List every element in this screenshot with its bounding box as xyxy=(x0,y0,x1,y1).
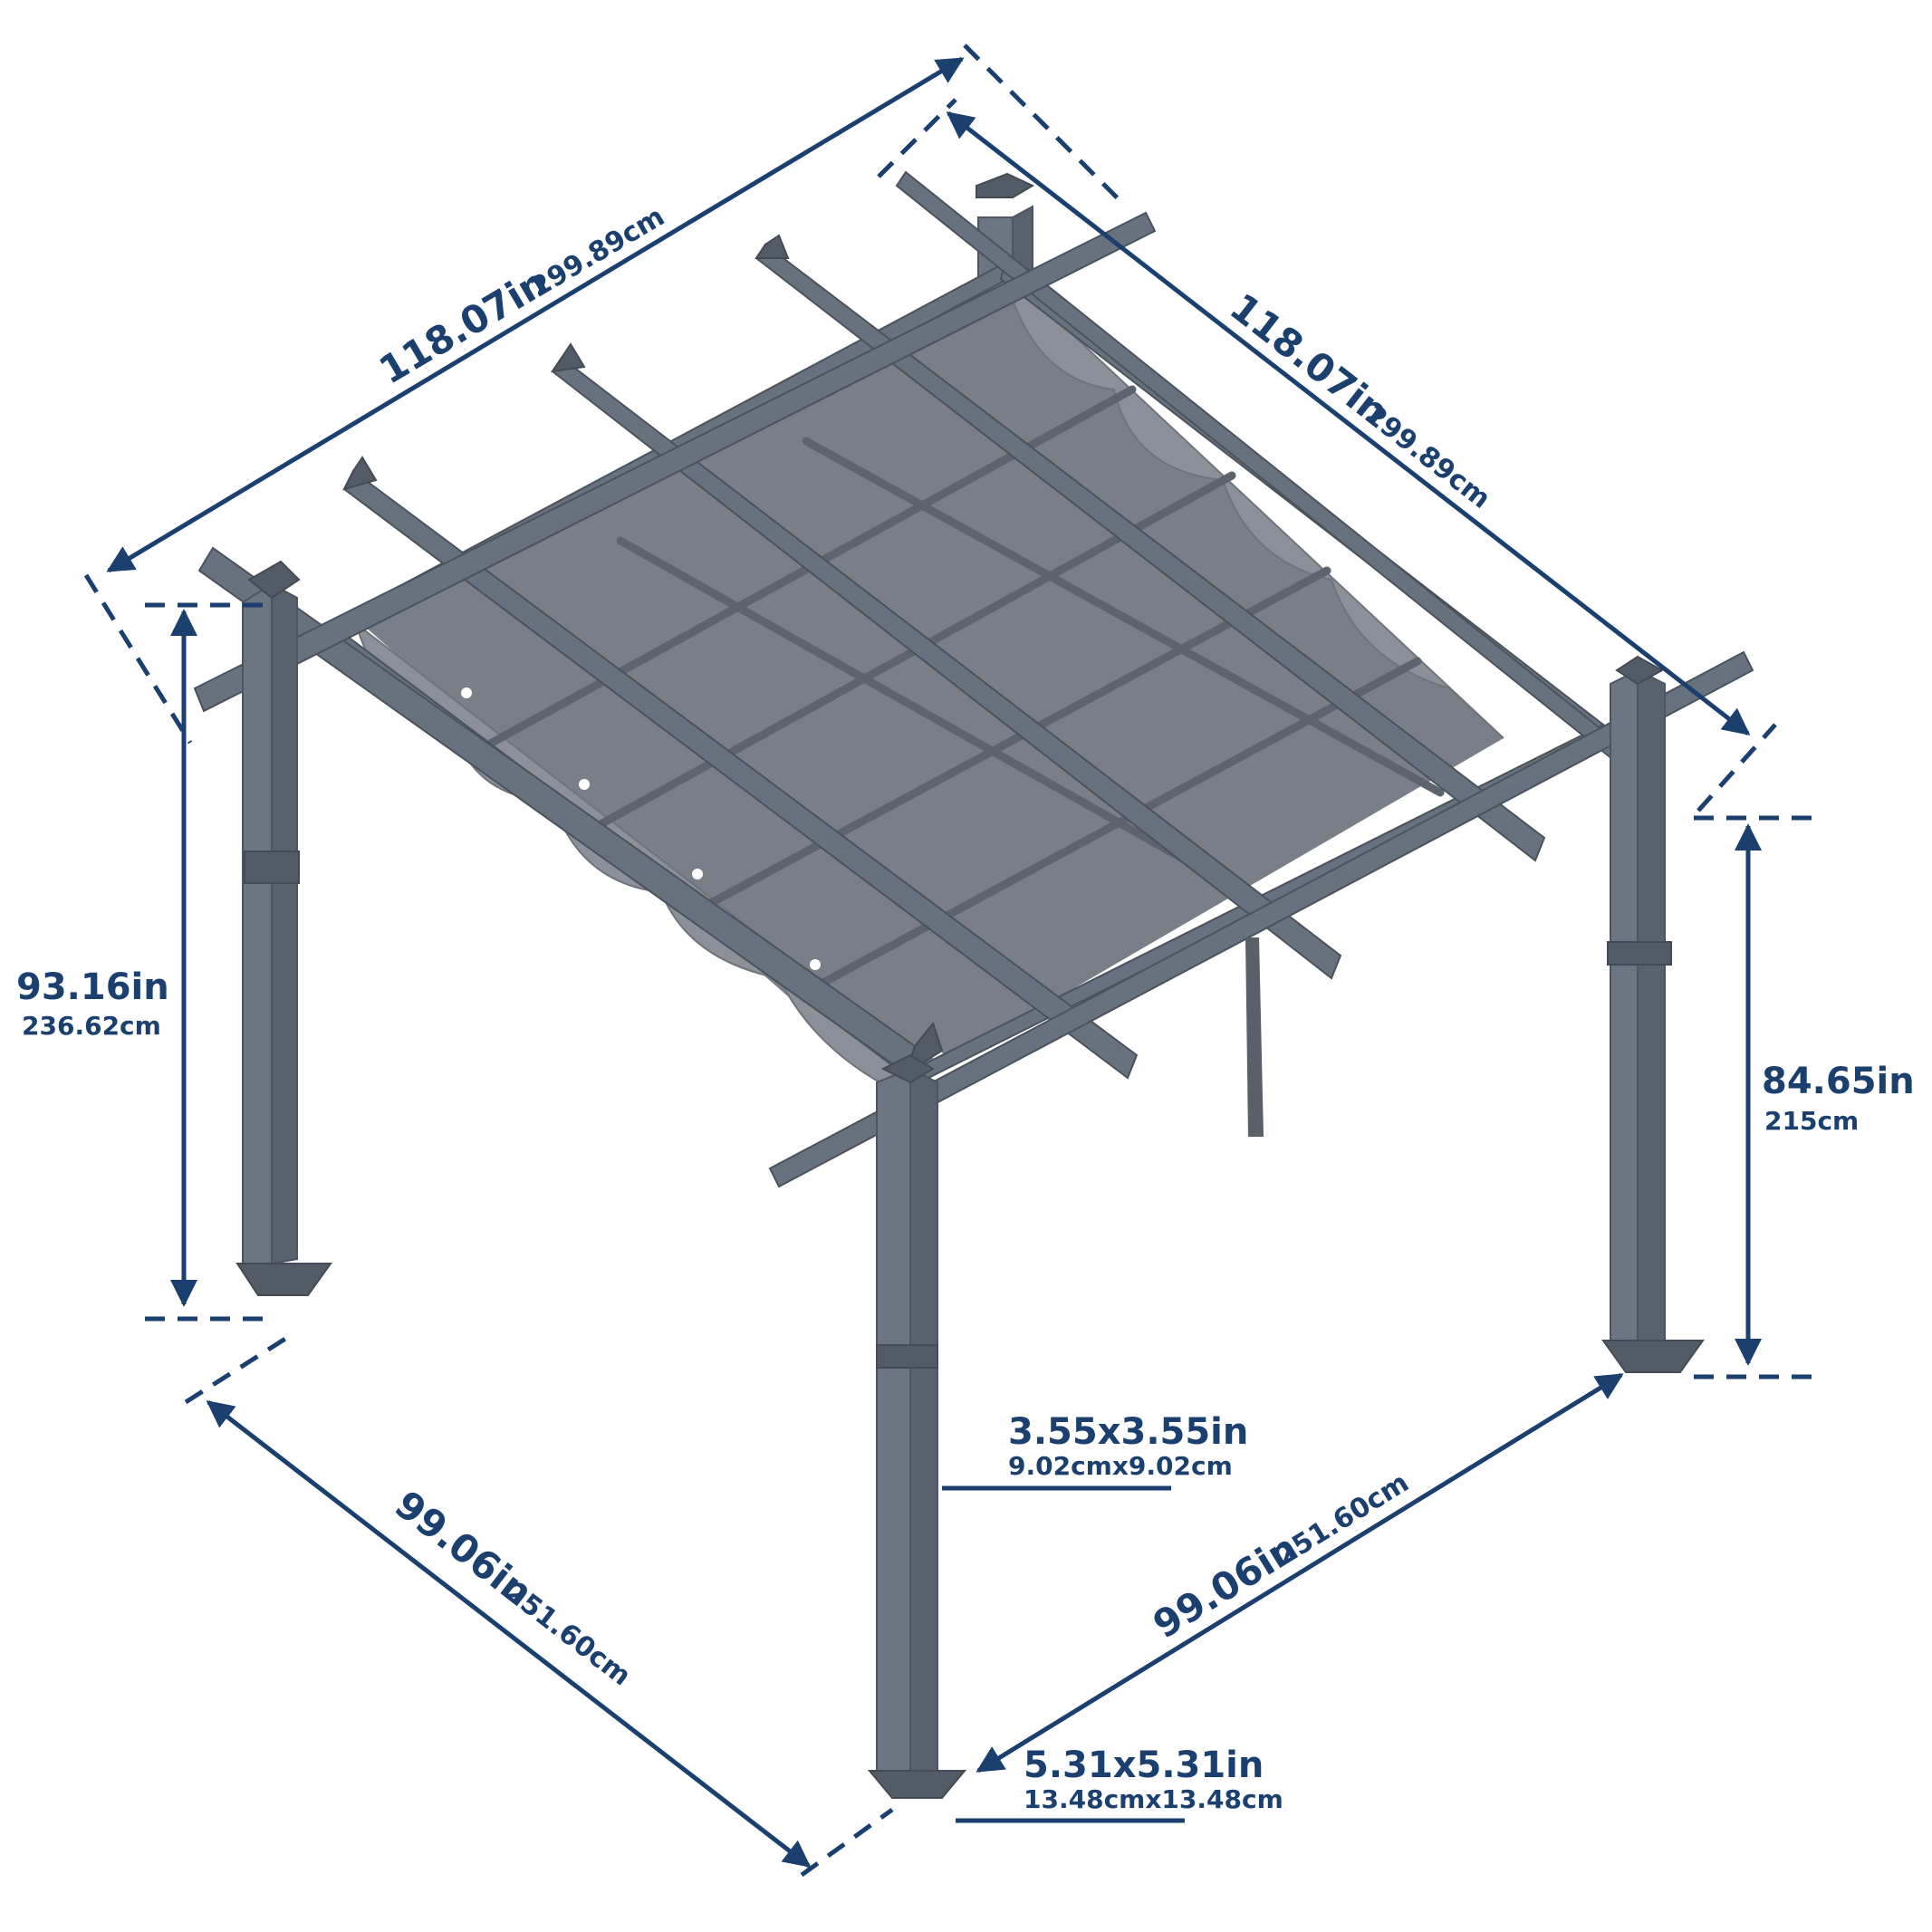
height-right-main: 84.65in xyxy=(1762,1061,1915,1102)
post-front xyxy=(867,1053,967,1799)
top-left-sub: 299.89cm xyxy=(525,201,670,304)
dimension-lines xyxy=(83,43,1816,1878)
pull-strap xyxy=(1245,937,1264,1137)
base-size-sub: 13.48cmx13.48cm xyxy=(1024,1784,1283,1814)
post-right xyxy=(1601,655,1705,1373)
post-size-main: 3.55x3.55in xyxy=(1008,1411,1248,1453)
post-size-sub: 9.02cmx9.02cm xyxy=(1008,1451,1233,1481)
top-right-sub: 299.89cm xyxy=(1359,399,1496,515)
post-left xyxy=(235,560,332,1296)
height-right-sub: 215cm xyxy=(1764,1106,1859,1136)
height-left-main: 93.16in xyxy=(16,966,169,1008)
bottom-left-sub: 251.60cm xyxy=(499,1576,637,1692)
base-size-main: 5.31x5.31in xyxy=(1024,1745,1264,1786)
pergola-illustration xyxy=(193,170,1754,1799)
bottom-right-sub: 251.60cm xyxy=(1271,1466,1415,1572)
height-left-sub: 236.62cm xyxy=(22,1011,161,1041)
